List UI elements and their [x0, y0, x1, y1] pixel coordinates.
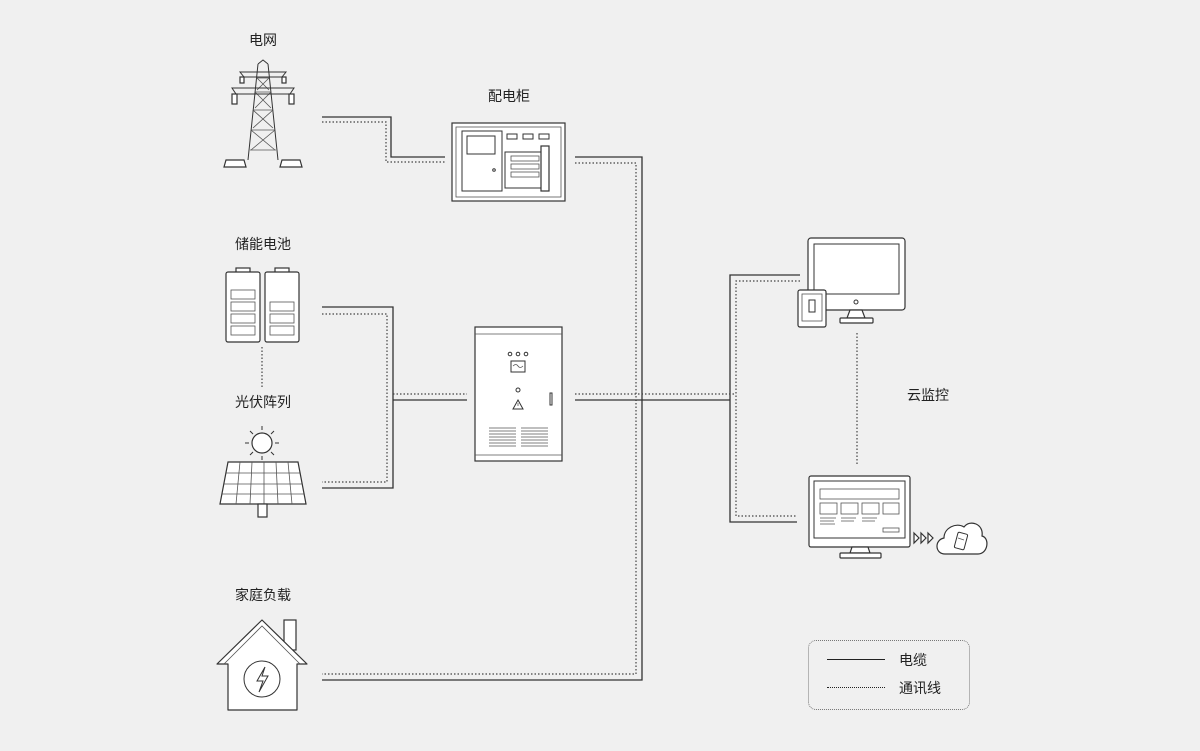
inverter-to-monitor-comm — [575, 280, 800, 517]
arrow-triple-icon — [913, 531, 934, 545]
grid-to-cabinet-comm — [322, 121, 445, 163]
legend-comm-row: 通讯线 — [827, 679, 967, 697]
legend-solid-line — [827, 659, 885, 660]
cloud-icon — [936, 522, 988, 555]
monitor-screen-icon — [808, 475, 911, 559]
battery-pv-to-inverter-cable — [322, 306, 467, 489]
pv-array-label: 光伏阵列 — [235, 395, 291, 411]
battery-pv-to-inverter-comm — [322, 313, 467, 483]
legend-dotted-line — [827, 687, 885, 688]
battery-label: 储能电池 — [235, 237, 291, 253]
legend-cable-row: 电缆 — [827, 651, 967, 669]
inverter-to-monitor-cable — [575, 274, 800, 523]
power-tower-icon — [223, 59, 303, 168]
distribution-cabinet-label: 配电柜 — [488, 89, 530, 105]
tablet-icon — [797, 289, 827, 328]
home-load-label: 家庭负载 — [235, 588, 291, 604]
legend: 电缆 通讯线 — [808, 640, 970, 710]
desktop-monitor-icon — [807, 237, 906, 324]
grid-to-cabinet-cable — [322, 116, 445, 158]
battery-icon — [225, 267, 300, 343]
cabinet-to-home-cable — [322, 156, 643, 681]
solar-panel-icon — [219, 461, 307, 518]
grid-label: 电网 — [249, 33, 277, 49]
legend-cable-label: 电缆 — [899, 653, 927, 669]
legend-comm-label: 通讯线 — [899, 681, 941, 697]
house-icon — [216, 619, 308, 711]
sun-icon — [245, 426, 279, 460]
distribution-cabinet-icon — [451, 122, 566, 202]
cloud-monitor-label: 云监控 — [907, 388, 949, 404]
inverter-cabinet-icon — [474, 326, 563, 462]
cabinet-to-home-comm — [322, 162, 637, 675]
